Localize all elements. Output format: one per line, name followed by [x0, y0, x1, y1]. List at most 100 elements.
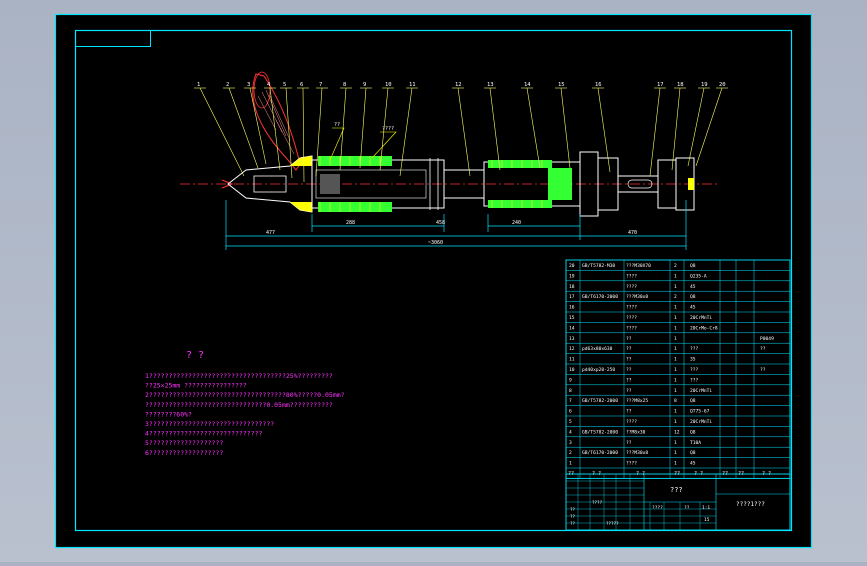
head-bore [253, 175, 287, 193]
bom-cell-name: ???? [626, 315, 637, 321]
bom-cell-mat: 20CrMnTi [690, 419, 712, 425]
bom-cell-name: ???M30X70 [626, 263, 651, 269]
bom-cell-qty: 1 [674, 325, 677, 331]
bom-cell-name: ???? [626, 305, 637, 311]
balloon-leader [199, 87, 245, 177]
bom-cell-mat: 45 [690, 305, 696, 311]
bom-cell-name: ?? [626, 367, 632, 373]
balloon-label: 14 [524, 82, 531, 88]
title-label-d: ?? [570, 521, 576, 526]
axis-arrow [221, 179, 234, 189]
bom-cell-note: ?? [760, 367, 766, 373]
bom-cell-qty: 1 [674, 284, 677, 290]
bom-cell-qty: 1 [674, 377, 677, 383]
bom-cell-no: 11 [569, 357, 575, 363]
bom-cell-qty: 1 [674, 346, 677, 352]
bom-cell-qty: 2 [674, 294, 677, 300]
balloon-leader [649, 87, 661, 177]
dim-left: 477 [266, 230, 275, 236]
balloon-leader [228, 87, 259, 169]
balloon-leader [526, 87, 541, 169]
bom-cell-name: ???? [626, 461, 637, 467]
hatch-lines-right [491, 160, 543, 208]
note-line: 5??????????????????? [145, 439, 223, 447]
balloon-label: 12 [455, 82, 462, 88]
balloon-leader [695, 87, 723, 167]
bom-cell-no: 9 [569, 377, 572, 383]
balloon-leader [359, 87, 367, 169]
bom-cell-mat: Q8 [690, 263, 696, 269]
bom-cell-code: pd63x80x630 [582, 346, 613, 352]
bom-cell-no: 12 [569, 346, 575, 352]
inner-frame [74, 29, 793, 532]
balloon-label: 9 [363, 82, 366, 88]
drawing-name: ??? [670, 486, 683, 494]
bom-cell-name: ?? [626, 388, 632, 394]
bom-cell-name: ???M30x8 [626, 450, 648, 456]
bom-cell-code: GB/T5782-M30 [582, 263, 615, 269]
title-block: ???????1?????????1:115??????????????? [565, 473, 791, 531]
balloon-leader [315, 87, 323, 177]
bom-cell-name: ?? [626, 377, 632, 383]
balloon-leader [489, 87, 501, 171]
bom-cell-no: 7 [569, 398, 572, 404]
bom-cell-mat: Q8 [690, 450, 696, 456]
bom-cell-code: pd40xp20-250 [582, 367, 615, 373]
balloon-label: 7 [319, 82, 322, 88]
bom-cell-note: P0049 [760, 336, 774, 342]
bom-cell-qty: 1 [674, 315, 677, 321]
bom-cell-mat: 20CrMnTi [690, 315, 712, 321]
bom-cell-no: 2 [569, 450, 572, 456]
hatch-bottom-left [318, 202, 392, 212]
balloon-label: 8 [343, 82, 346, 88]
balloon-label: 5 [283, 82, 286, 88]
bom-cell-qty: 8 [674, 398, 677, 404]
balloon-label: 4 [267, 82, 271, 88]
bom-cell-code: GB/T5782-2000 [582, 429, 618, 435]
bom-cell-name: ???? [626, 325, 637, 331]
bom-cell-no: 15 [569, 315, 575, 321]
dim-seg-b: 458 [436, 220, 445, 226]
rod-slot [627, 179, 653, 189]
dim-overall: ~3060 [428, 240, 443, 246]
balloon-leader [399, 87, 413, 177]
bom-cell-qty: 1 [674, 440, 677, 446]
bom-cell-note: ?? [760, 346, 766, 352]
title-label-a: ???? [592, 500, 603, 505]
hatch-bottom-right [488, 200, 552, 208]
balloon-label: 17 [657, 82, 664, 88]
balloon-label: 2 [226, 82, 229, 88]
balloon-leader [671, 87, 681, 171]
bom-cell-no: 4 [569, 429, 572, 435]
bom-cell-qty: 1 [674, 450, 677, 456]
dim-seg-c: 240 [512, 220, 521, 226]
bom-cell-name: ?? [626, 440, 632, 446]
bom-cell-mat: QT75-67 [690, 409, 710, 415]
bom-cell-no: 10 [569, 367, 575, 373]
bom-cell-no: 13 [569, 336, 575, 342]
inner-piston [315, 169, 427, 199]
balloon-label: 3 [247, 82, 250, 88]
bom-cell-no: 17 [569, 294, 575, 300]
bom-cell-mat: Q235-A [690, 273, 707, 279]
bom-cell-no: 8 [569, 388, 572, 394]
bom-cell-qty: 1 [674, 367, 677, 373]
note-line: ??25×25mm ???????????????? [145, 382, 247, 390]
bom-cell-no: 6 [569, 409, 572, 415]
bom-cell-no: 18 [569, 284, 575, 290]
callout-b-leader [371, 131, 397, 159]
bom-cell-qty: 1 [674, 273, 677, 279]
callout-a: ?? [334, 122, 340, 128]
green-core [548, 168, 572, 200]
notes-title: ? ? [186, 350, 204, 361]
bom-cell-name: ???M8x25 [626, 398, 648, 404]
hatch-top-left [318, 156, 392, 166]
bom-cell-no: 19 [569, 273, 575, 279]
bom-cell-qty: 1 [674, 388, 677, 394]
outer-frame [54, 13, 813, 549]
callout-a-leader [329, 127, 345, 161]
dim-seg-a: 288 [346, 220, 355, 226]
bom-cell-mat: 45 [690, 461, 696, 467]
note-line: 1???????????????????????????????????25%?… [145, 372, 333, 380]
title-label-c: ?? [570, 514, 576, 519]
